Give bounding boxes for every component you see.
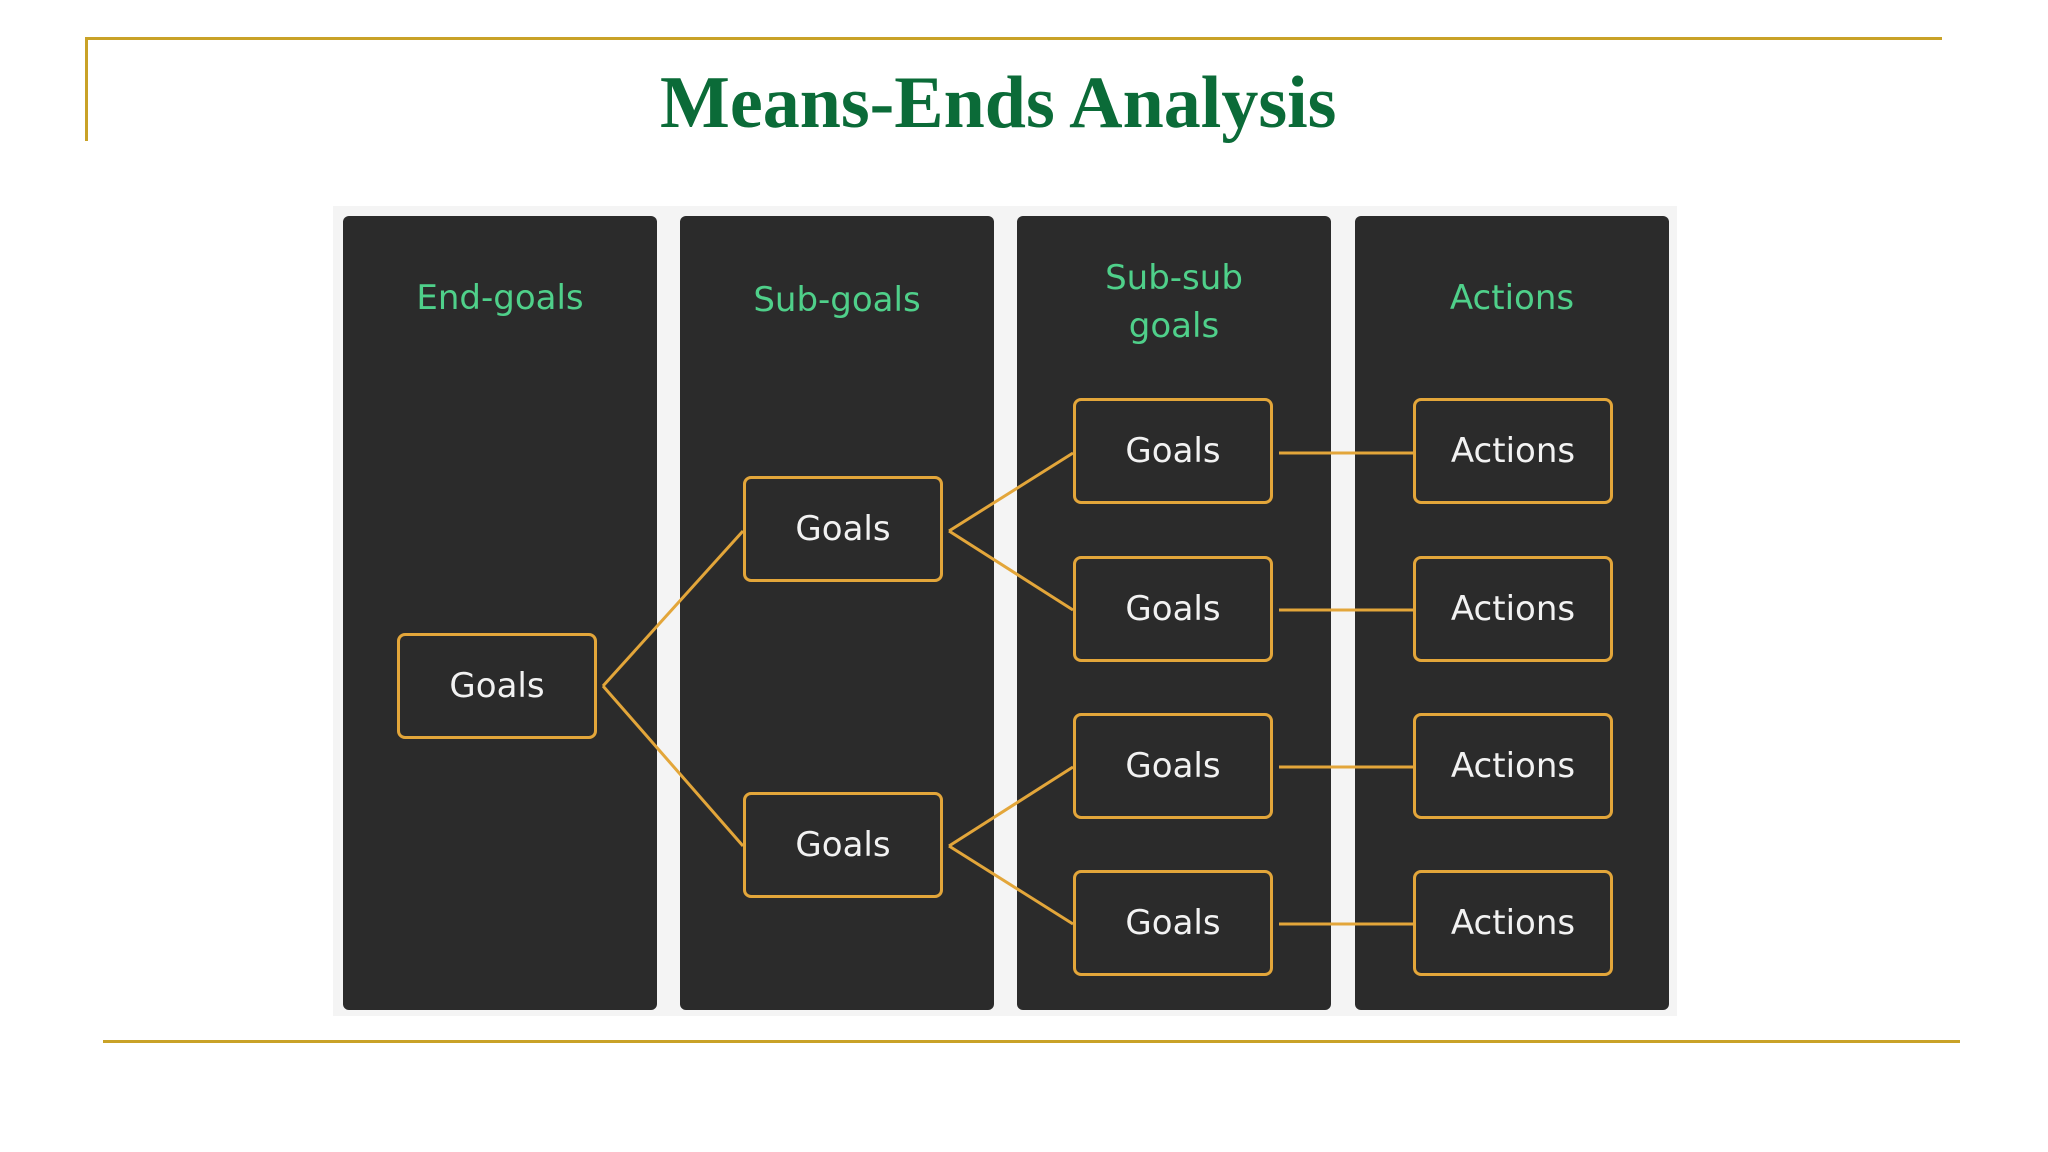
action-node-4: Actions [1413, 870, 1613, 976]
column-end-goals: End-goals [343, 216, 657, 1010]
connector-end-to-sub-1 [601, 529, 745, 688]
connector-end-to-sub-2 [601, 685, 745, 847]
action-node-3: Actions [1413, 713, 1613, 819]
action-node-1: Actions [1413, 398, 1613, 504]
connector-sub1-to-subsub-2 [948, 529, 1074, 612]
sub-goal-node-2: Goals [743, 792, 943, 898]
sub-sub-goal-node-2: Goals [1073, 556, 1273, 662]
end-goal-node: Goals [397, 633, 597, 739]
title-area: Means-Ends Analysis [660, 60, 1460, 208]
sub-sub-goal-node-4: Goals [1073, 870, 1273, 976]
sub-sub-goal-node-3: Goals [1073, 713, 1273, 819]
connector-sub1-to-subsub-1 [948, 451, 1074, 533]
top-rule [85, 37, 1942, 40]
connector-sub2-to-subsub-3 [948, 765, 1074, 848]
means-ends-diagram: End-goals Sub-goals Sub-sub goals Action… [333, 206, 1677, 1016]
column-header-sub-sub-goals: Sub-sub goals [1105, 258, 1243, 346]
slide-title: Means-Ends Analysis [660, 62, 1337, 144]
connector-lines [601, 451, 1413, 926]
connector-sub2-to-subsub-4 [948, 844, 1074, 926]
column-header-sub-goals: Sub-goals [753, 280, 921, 320]
column-header-end-goals: End-goals [416, 278, 584, 318]
sub-sub-goal-node-1: Goals [1073, 398, 1273, 504]
left-rule [85, 37, 88, 141]
sub-goal-node-1: Goals [743, 476, 943, 582]
bottom-rule [103, 1040, 1960, 1043]
action-node-2: Actions [1413, 556, 1613, 662]
column-header-actions: Actions [1449, 278, 1575, 318]
